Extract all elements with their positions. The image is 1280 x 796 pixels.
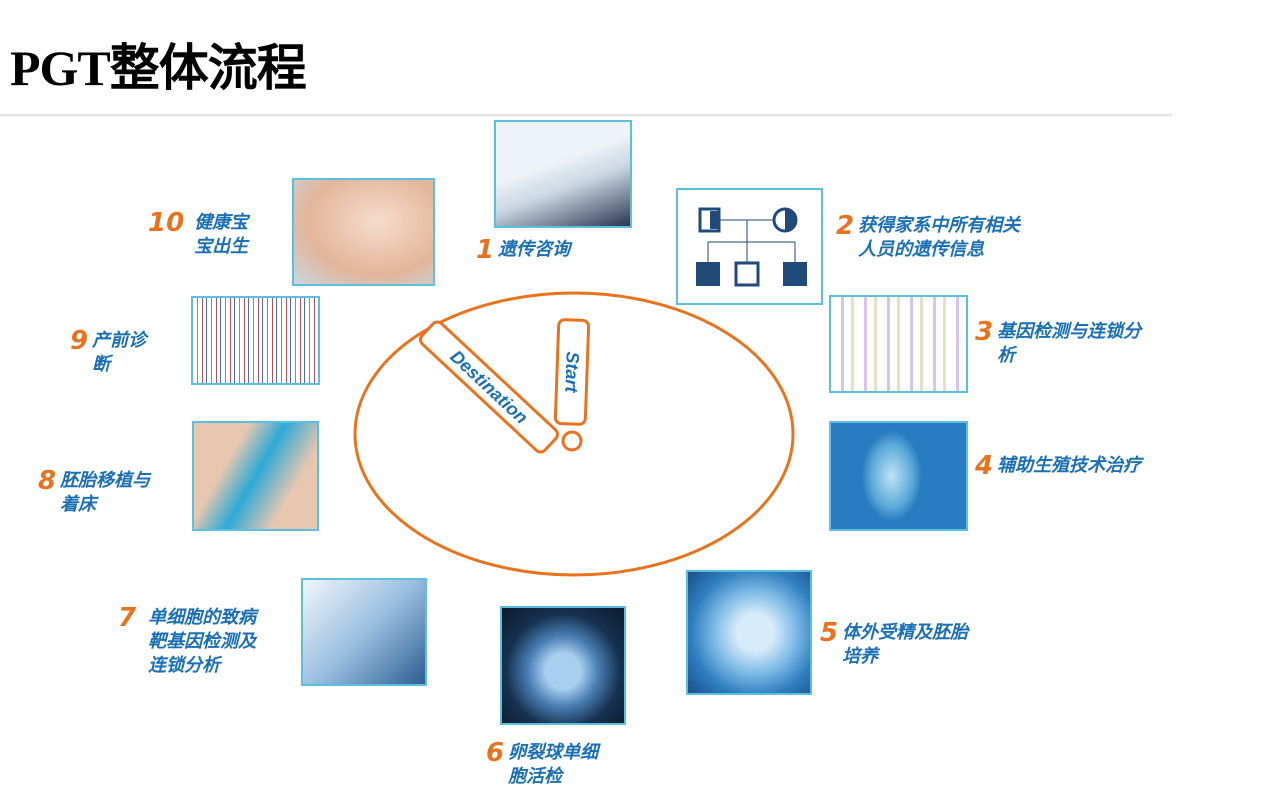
prenatal-sequencing-chromatogram: [191, 296, 320, 385]
destination-hand: Destination: [418, 320, 560, 454]
embryo-culture-photo: [686, 570, 812, 695]
pedigree-icon: [696, 207, 807, 287]
linkage-analysis-chart: [829, 295, 968, 393]
pedigree-chart: [676, 188, 823, 305]
page-title: PGT整体流程: [10, 40, 307, 96]
dna-helix-image: [301, 578, 427, 686]
cycle-ellipse: [353, 291, 795, 577]
start-label: Start: [561, 351, 582, 394]
genetic-counseling-photo: [494, 120, 632, 228]
healthy-baby-photo: [292, 178, 435, 286]
icsi-photo: [829, 421, 968, 531]
clock-pivot: [561, 430, 583, 452]
start-hand: Start: [553, 318, 591, 426]
blastomere-biopsy-photo: [500, 606, 626, 725]
destination-label: Destination: [446, 346, 531, 427]
divider: [0, 114, 1172, 117]
embryo-transfer-photo: [192, 421, 319, 531]
